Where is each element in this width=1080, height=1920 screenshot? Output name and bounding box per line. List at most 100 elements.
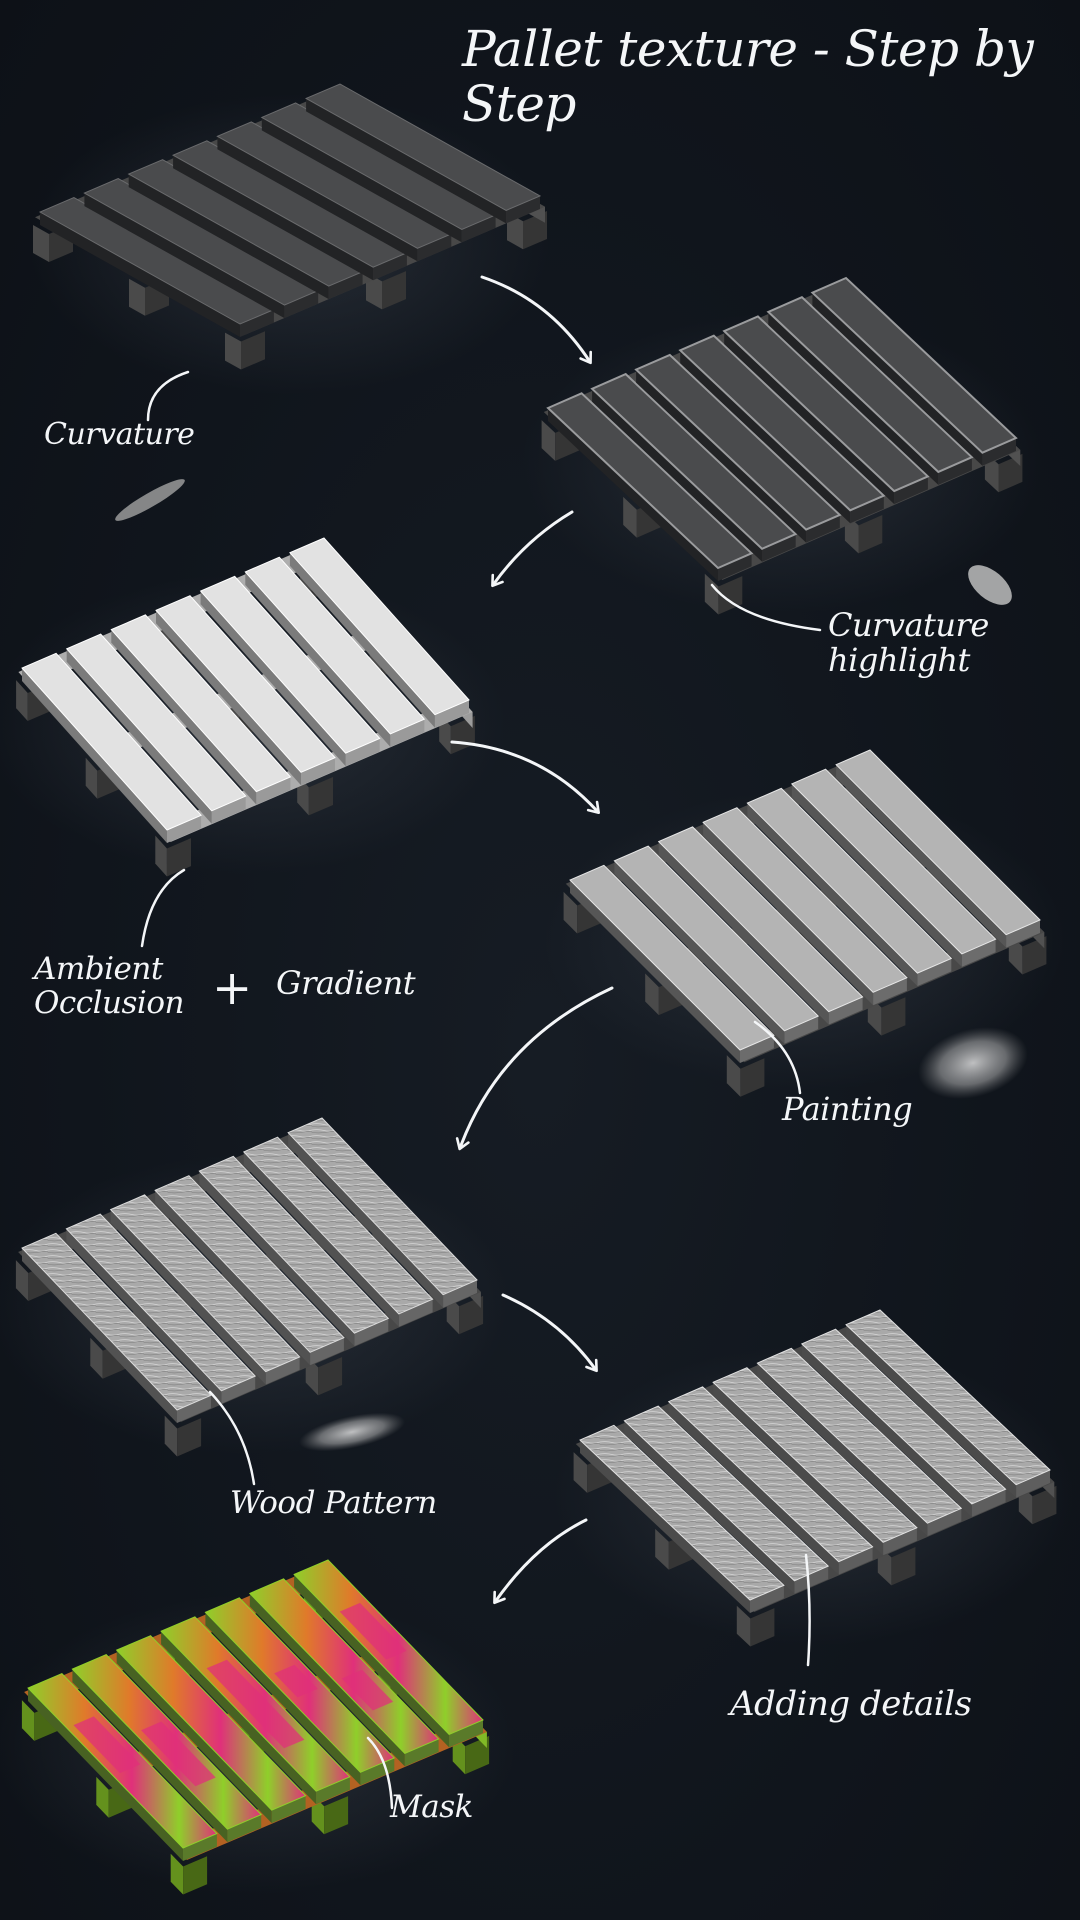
plank-front [284,290,319,319]
plank-side [294,1574,450,1748]
plank-top [198,1155,390,1334]
label-painting: Painting [782,1090,913,1128]
pallet-block [129,278,145,316]
label-pointers [140,370,822,1810]
pallet-block [90,1337,103,1379]
mask-blotch [274,1664,318,1698]
mask-blotch [206,1659,305,1749]
plank-front [417,233,452,262]
plank-side [22,1248,177,1423]
plank-side [757,1363,928,1537]
step-arrow-2 [491,510,574,588]
plank-top [667,1386,874,1563]
plank-front [434,700,469,728]
plank-front [221,1376,256,1404]
plank-side [66,1228,222,1404]
plank-front [961,939,996,967]
plank-front [894,476,928,505]
step-arrow-1 [480,275,593,365]
plank-top [289,537,470,716]
plank-top [244,556,426,735]
plank-front [506,196,540,224]
plank-side [580,1440,750,1613]
pallet-block-side [858,515,883,554]
pallet-block-side [324,1796,349,1835]
plank-front [345,738,380,767]
plank-front [828,996,863,1025]
plank-top [569,864,775,1051]
pallet-block [21,1700,35,1741]
plank-side [161,1631,317,1805]
plank-side [836,764,1007,948]
pallet-block-side [1022,936,1047,975]
plank-front [360,1757,395,1786]
pallet-block-side [241,331,265,370]
plank-front [784,1016,819,1044]
plank-side [801,1343,972,1517]
plank-side [680,350,851,524]
plank-top [21,652,202,831]
label-pointer-2 [710,583,822,632]
label-curvature: Curvature [44,417,195,452]
plank-front [806,514,840,543]
plank-front [265,1356,300,1385]
plank-top [21,1232,212,1411]
pallet-painting [563,749,1047,1097]
painting-swatch [918,1027,1028,1099]
plank-side [846,1324,1017,1498]
label-pointer-3 [140,868,186,948]
plank-side [205,1612,361,1786]
plank-top [756,1347,963,1524]
plank-top [287,1117,478,1296]
pallet-block [155,835,167,877]
plank-side [84,193,285,319]
plank-top [790,768,997,955]
mask-blotch [339,1602,407,1660]
plank-front [404,1738,439,1767]
pallet-block-side [881,997,906,1036]
plank-front [256,776,291,805]
step-arrows [450,275,614,1605]
plank-front [449,1720,483,1748]
label-ambient-occlusion: Ambient Occlusion [34,951,184,1022]
plank-front [873,977,907,1006]
plank-side [592,388,763,562]
plank-top [590,372,798,550]
pallet-block [507,212,523,250]
plank-front [1016,1470,1050,1498]
pallet-highlight [541,276,1023,615]
plank-side [22,668,167,843]
label-gradient: Gradient [276,964,416,1002]
pallet-block [225,332,241,370]
plank-side [249,1593,405,1767]
page-title: Pallet texture - Step by Step [462,20,1034,133]
plank-front [718,553,752,581]
pallet-block-side [308,777,333,816]
plank-top [810,276,1018,454]
plank-side [111,629,257,805]
plank-front [328,271,363,300]
step-arrow-3 [450,740,600,815]
plank-side [245,571,391,747]
pallet-block-side [465,1735,490,1775]
plank-top [304,83,542,211]
plank-top [845,1309,1051,1486]
plank-top [702,807,908,993]
plank-top [634,353,842,531]
plank-front [838,1546,873,1575]
plank-front [310,1337,344,1366]
plank-top [65,1213,257,1392]
plank-front [938,457,972,485]
pallet-block [541,420,556,461]
plank-front [794,1566,829,1594]
plank-side [658,841,829,1025]
pallet-block [15,1260,29,1301]
plank-side [306,98,507,224]
plank-side [155,1190,311,1366]
plank-top [712,1367,918,1543]
plank-side [243,1151,399,1327]
pallet-block [736,1605,751,1647]
label-adding-details: Adding details [730,1684,972,1724]
pallet-block [655,1528,669,1570]
